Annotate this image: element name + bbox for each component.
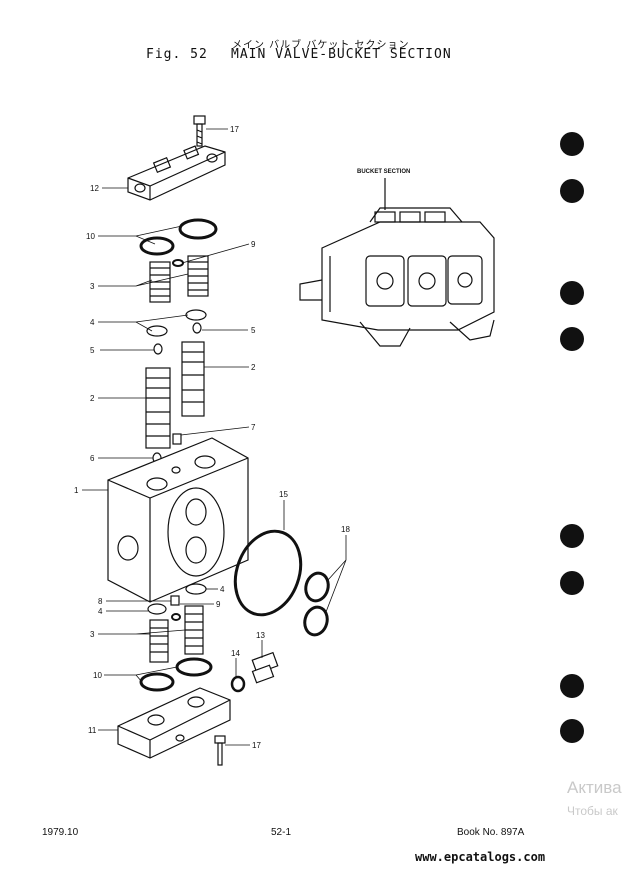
plug-8: [170, 595, 180, 606]
retainer-4-upper-b: [146, 325, 168, 337]
callout-4: 4: [98, 607, 103, 616]
binder-hole: [560, 571, 584, 595]
o-ring-10-upper-a: [178, 218, 218, 240]
binder-hole: [560, 281, 584, 305]
callout-13: 13: [256, 631, 265, 640]
callout-17: 17: [230, 125, 239, 134]
figure-number: Fig. 52: [146, 47, 208, 62]
callout-8: 8: [98, 597, 103, 606]
binder-hole: [560, 132, 584, 156]
o-ring-10-lower-a: [175, 657, 213, 677]
binder-hole: [560, 719, 584, 743]
callout-6: 6: [90, 454, 95, 463]
inset-label: BUCKET SECTION: [357, 169, 410, 175]
spring-3-upper: [149, 255, 209, 303]
bolt-17-lower: [214, 735, 226, 766]
spool-2-right: [181, 341, 205, 417]
activation-watermark-sub: Чтобы ак: [567, 804, 618, 818]
o-ring-9-upper: [172, 259, 184, 267]
callout-4: 4: [220, 585, 225, 594]
callout-9: 9: [216, 600, 221, 609]
japanese-title: メイン バルブ バケット セクション: [232, 40, 410, 51]
activation-watermark: Актива: [567, 778, 622, 797]
binder-hole: [560, 327, 584, 351]
o-ring-18-a: [304, 571, 330, 603]
retainer-4-lower-a: [185, 583, 207, 595]
callout-1: 1: [74, 486, 79, 495]
footer-book-number: Book No. 897A: [457, 827, 525, 838]
callout-9: 9: [251, 240, 256, 249]
callout-2: 2: [251, 363, 256, 372]
callout-2: 2: [90, 394, 95, 403]
plug-13: [251, 651, 279, 684]
spool-2-left: [145, 367, 171, 449]
o-ring-10-lower-b: [139, 672, 175, 692]
footer-date: 1979.10: [42, 827, 79, 838]
callout-3: 3: [90, 630, 95, 639]
stopper-5-b: [153, 343, 163, 355]
callout-5: 5: [251, 326, 256, 335]
cover-11: [117, 687, 231, 759]
footer-page-number: 52-1: [271, 827, 292, 838]
callout-5: 5: [90, 346, 95, 355]
bucket-section-assembly: [299, 207, 495, 347]
binder-hole: [560, 674, 584, 698]
page-title: MAIN VALVE-BUCKET SECTION: [231, 47, 452, 62]
o-ring-18-b: [303, 605, 329, 637]
binder-hole: [560, 524, 584, 548]
plug-7: [172, 433, 182, 445]
callout-10: 10: [93, 671, 102, 680]
retainer-4-upper-a: [185, 309, 207, 321]
bolt-17-top: [193, 115, 206, 147]
site-url: www.epcatalogs.com: [415, 850, 546, 864]
callout-17: 17: [252, 741, 261, 750]
callout-7: 7: [251, 423, 256, 432]
callout-18: 18: [341, 525, 350, 534]
callout-14: 14: [231, 649, 240, 658]
callout-10: 10: [86, 232, 95, 241]
spring-3-lower: [149, 605, 204, 663]
callout-12: 12: [90, 184, 99, 193]
callout-4: 4: [90, 318, 95, 327]
callout-11: 11: [88, 726, 97, 735]
o-ring-10-upper-b: [139, 236, 175, 256]
callout-3: 3: [90, 282, 95, 291]
cover-12: [127, 145, 226, 201]
o-ring-14: [230, 675, 246, 693]
stopper-5-a: [192, 322, 202, 334]
callout-15: 15: [279, 490, 288, 499]
o-ring-15: [233, 529, 303, 617]
o-ring-9-lower: [171, 613, 181, 621]
retainer-4-lower-b: [147, 603, 167, 615]
binder-hole: [560, 179, 584, 203]
leader-lines: [82, 128, 347, 746]
valve-body-1: [107, 437, 249, 603]
